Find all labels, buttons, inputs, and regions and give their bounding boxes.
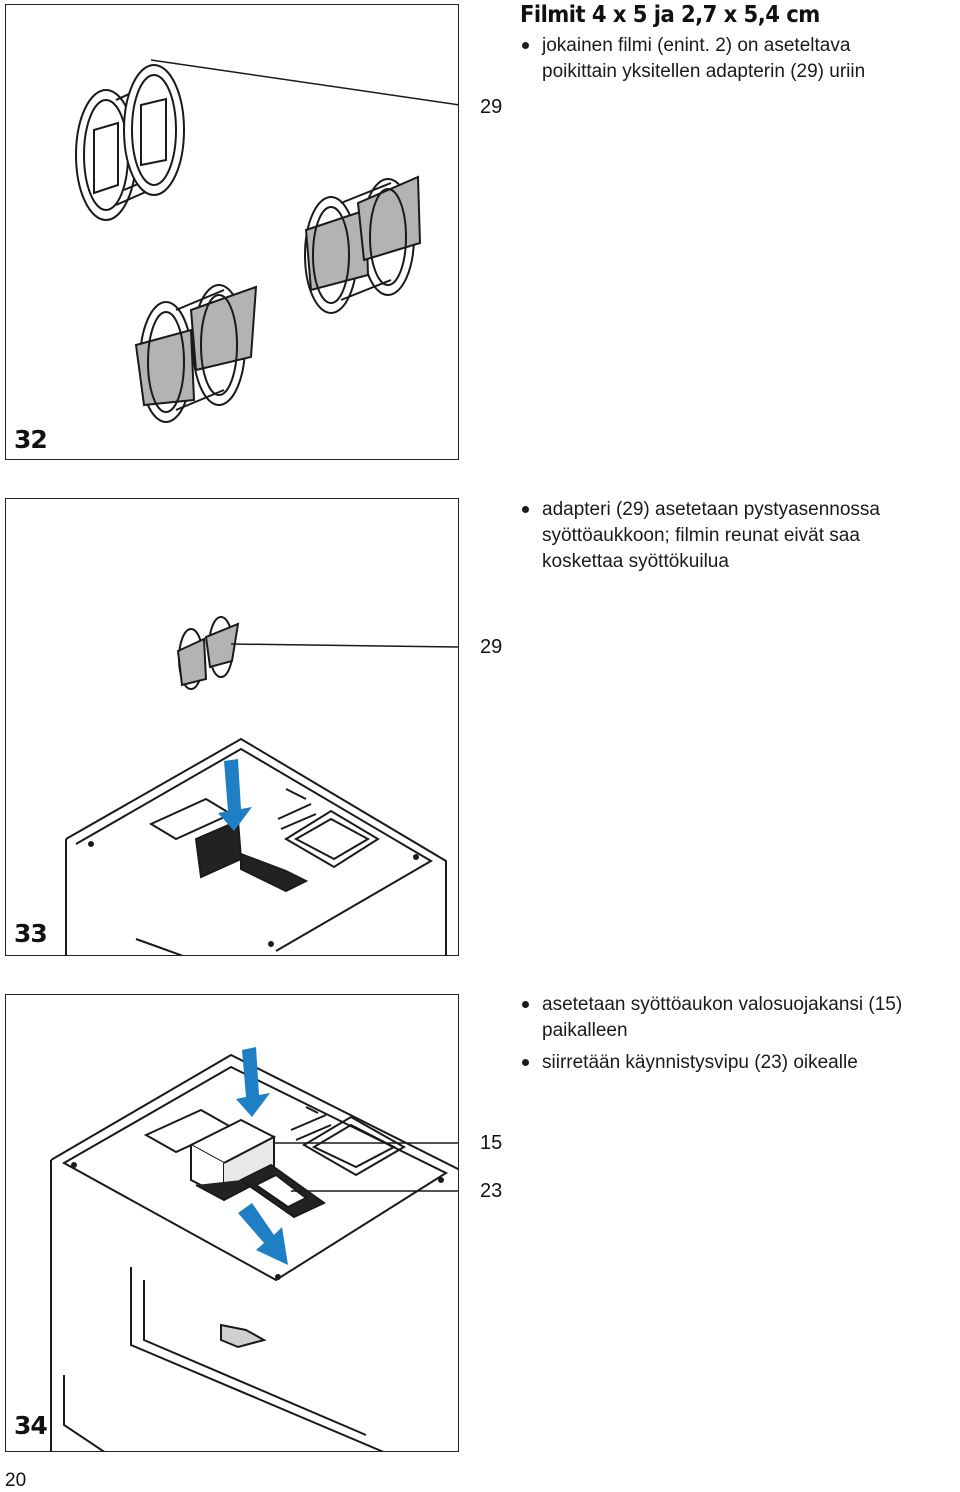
bullet-icon (522, 42, 529, 49)
figure-number: 34 (14, 1411, 48, 1440)
callout-label-cover: 15 (480, 1132, 503, 1154)
section-heading: Filmit 4 x 5 ja 2,7 x 5,4 cm (520, 2, 820, 28)
figure-33: 33 (5, 498, 459, 956)
bullet-icon (522, 506, 529, 513)
insert-arrow-icon (236, 1047, 270, 1117)
adapter-with-films-right (304, 175, 422, 314)
insert-arrow-icon (218, 759, 252, 831)
instruction-list: jokainen filmi (enint. 2) on aseteltava … (520, 33, 920, 91)
page-number: 20 (5, 1470, 27, 1491)
bullet-icon (522, 1001, 529, 1008)
adapter-small (176, 616, 240, 690)
machine-illustration (50, 1047, 458, 1451)
adapter-illustration (75, 59, 458, 423)
figure-number: 32 (14, 425, 48, 454)
callout-label-adapter: 29 (480, 96, 503, 118)
figure-32: 32 (5, 4, 459, 460)
adapter-with-films-left (134, 284, 258, 423)
list-item: jokainen filmi (enint. 2) on aseteltava … (520, 33, 920, 85)
list-item: asetetaan syöttöaukon valosuojakansi (15… (520, 992, 960, 1044)
slide-right-arrow-icon (238, 1203, 288, 1265)
figure-34: 34 (5, 994, 459, 1452)
callout-label-lever: 23 (480, 1180, 503, 1202)
machine-illustration (65, 616, 458, 955)
callout-label-adapter: 29 (480, 636, 503, 658)
list-item: siirretään käynnistysvipu (23) oikealle (520, 1050, 960, 1076)
adapter-empty (75, 64, 185, 221)
bullet-icon (522, 1059, 529, 1066)
instruction-list: adapteri (29) asetetaan pystyasennossa s… (520, 497, 945, 581)
list-item: adapteri (29) asetetaan pystyasennossa s… (520, 497, 945, 575)
figure-number: 33 (14, 919, 48, 948)
instruction-list: asetetaan syöttöaukon valosuojakansi (15… (520, 992, 960, 1082)
